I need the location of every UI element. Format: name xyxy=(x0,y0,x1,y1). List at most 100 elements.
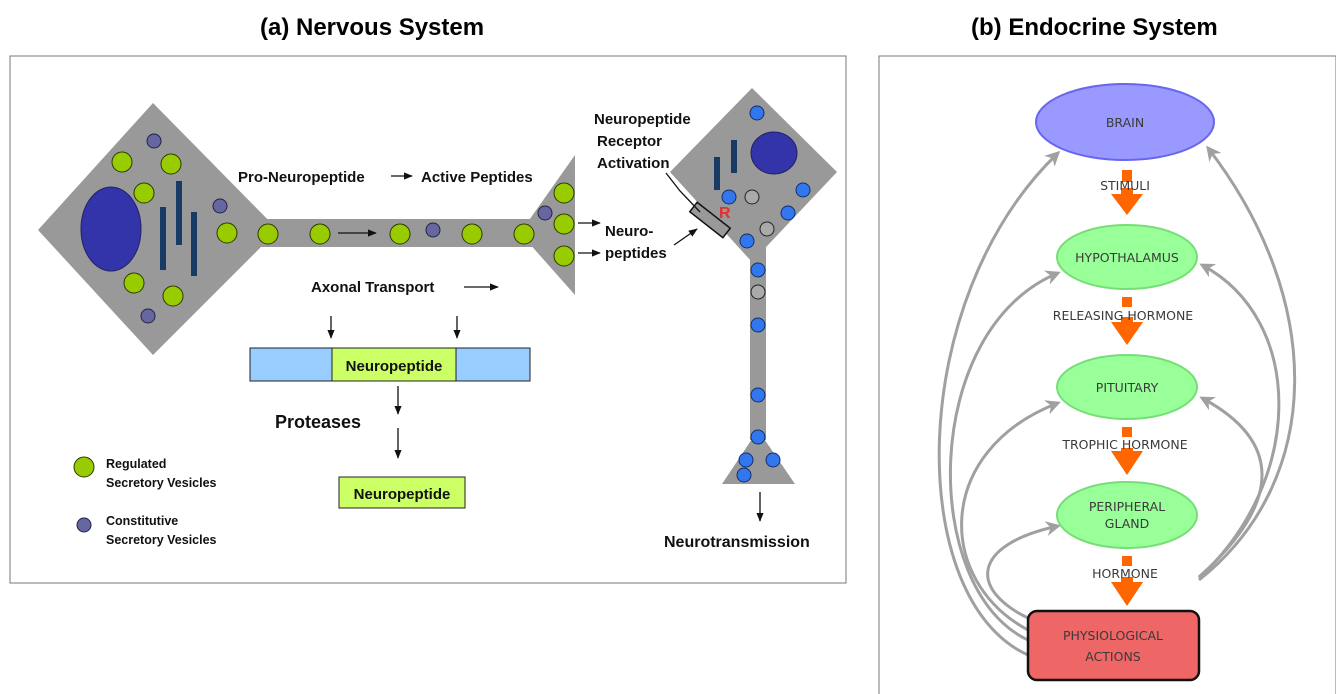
trophic-hormone-label: TROPHIC HORMONE xyxy=(1061,437,1187,452)
receptor-callout-line xyxy=(665,172,701,213)
released-vesicle xyxy=(780,205,796,221)
neuropeptides-label-1: Neuro- xyxy=(605,223,653,240)
regulated-vesicle xyxy=(553,213,575,235)
released-vesicle xyxy=(738,452,754,468)
legend-regulated-swatch xyxy=(73,456,95,478)
feedback-to-hypothalamus-left xyxy=(948,270,1061,642)
feedback-to-pituitary-left xyxy=(960,400,1061,632)
panel-b-title: (b) Endocrine System xyxy=(971,14,1218,41)
empty-vesicles xyxy=(744,189,775,300)
stimuli-label: STIMULI xyxy=(1100,178,1150,193)
empty-vesicle xyxy=(750,284,766,300)
regulated-vesicle xyxy=(162,285,184,307)
feedback-to-brain-left xyxy=(937,150,1061,657)
neuropeptide-bar-label: Neuropeptide xyxy=(346,358,443,375)
golgi-bar xyxy=(191,212,197,276)
regulated-vesicle xyxy=(389,223,411,245)
golgi-bar xyxy=(714,157,720,190)
nucleus-left xyxy=(80,186,142,272)
released-vesicle xyxy=(721,189,737,205)
golgi-bar xyxy=(160,207,166,270)
orange-arrow-trophic xyxy=(1111,427,1143,475)
released-vesicle xyxy=(750,317,766,333)
peripheral-gland-node xyxy=(1056,481,1198,549)
feedback-to-brain-right xyxy=(1198,145,1297,582)
legend-regulated-1: Regulated xyxy=(106,457,166,471)
released-vesicle xyxy=(739,233,755,249)
constitutive-vesicle xyxy=(212,198,228,214)
released-vesicle xyxy=(749,105,765,121)
golgi-bar xyxy=(731,140,737,173)
nucleus-right xyxy=(750,131,798,175)
regulated-vesicle xyxy=(216,222,238,244)
regulated-vesicle xyxy=(553,182,575,204)
constitutive-vesicle xyxy=(146,133,162,149)
neuropeptide-segment xyxy=(331,347,457,382)
receptor-label-2: Receptor xyxy=(597,133,662,150)
regulated-vesicle xyxy=(553,245,575,267)
pro-neuropeptide-label: Pro-Neuropeptide xyxy=(238,169,365,186)
active-peptides-label: Active Peptides xyxy=(421,169,533,186)
brain-node xyxy=(1035,83,1215,161)
precursor-left xyxy=(249,347,333,382)
proteases-label: Proteases xyxy=(275,412,361,432)
constitutive-vesicles xyxy=(140,133,553,324)
golgi-bar xyxy=(176,181,182,245)
released-vesicle xyxy=(750,262,766,278)
orange-arrow-releasing xyxy=(1111,297,1143,345)
legend-constitutive-2: Secretory Vesicles xyxy=(106,533,217,547)
regulated-vesicle xyxy=(309,223,331,245)
empty-vesicle xyxy=(744,189,760,205)
released-vesicle xyxy=(736,467,752,483)
legend-regulated-2: Secretory Vesicles xyxy=(106,476,217,490)
legend-constitutive-swatch xyxy=(76,517,92,533)
pituitary-label: PITUITARY xyxy=(1096,380,1159,395)
constitutive-vesicle xyxy=(537,205,553,221)
constitutive-vesicle xyxy=(425,222,441,238)
feedback-to-gland xyxy=(986,521,1061,620)
physio-label-2: ACTIONS xyxy=(1085,649,1141,664)
peripheral-label-1: PERIPHERAL xyxy=(1089,499,1165,514)
neurotransmission-label: Neurotransmission xyxy=(664,534,810,551)
neuropeptide-box-label: Neuropeptide xyxy=(354,486,451,503)
process-arrows xyxy=(327,172,764,522)
brain-label: BRAIN xyxy=(1106,115,1144,130)
feedback-arrows xyxy=(937,145,1297,657)
regulated-vesicle xyxy=(461,223,483,245)
released-vesicle xyxy=(765,452,781,468)
released-vesicle xyxy=(750,387,766,403)
receptor-label-1: Neuropeptide xyxy=(594,111,691,128)
peripheral-label-2: GLAND xyxy=(1105,516,1149,531)
constitutive-vesicle xyxy=(140,308,156,324)
axonal-transport-label: Axonal Transport xyxy=(311,279,434,296)
precursor-right xyxy=(455,347,531,382)
hormone-label: HORMONE xyxy=(1092,566,1158,581)
feedback-to-pituitary-right xyxy=(1197,396,1264,579)
released-vesicle xyxy=(795,182,811,198)
regulated-vesicle xyxy=(513,223,535,245)
pituitary-node xyxy=(1056,354,1198,420)
cell-body-right xyxy=(670,88,837,262)
cell-body-left xyxy=(38,103,278,355)
empty-vesicle xyxy=(759,221,775,237)
orange-arrow-hormone xyxy=(1111,556,1143,606)
panel-a-title: (a) Nervous System xyxy=(260,14,485,41)
receptor-label-3: Activation xyxy=(597,155,670,172)
orange-arrow-stimuli xyxy=(1111,170,1143,215)
released-vesicles xyxy=(721,105,811,483)
releasing-hormone-label: RELEASING HORMONE xyxy=(1053,308,1194,323)
physiological-actions-node xyxy=(1026,609,1201,682)
hypothalamus-label: HYPOTHALAMUS xyxy=(1075,250,1179,265)
regulated-vesicles xyxy=(111,151,575,307)
feedback-to-hypothalamus-right xyxy=(1197,263,1281,580)
regulated-vesicle xyxy=(160,153,182,175)
hypothalamus-node xyxy=(1056,224,1198,290)
legend-constitutive-1: Constitutive xyxy=(106,514,178,528)
receptor-letter: R xyxy=(719,205,731,222)
arrow-to-receptor xyxy=(673,228,698,246)
neuropeptides-label-2: peptides xyxy=(605,245,667,262)
regulated-vesicle xyxy=(133,182,155,204)
regulated-vesicle xyxy=(111,151,133,173)
regulated-vesicle xyxy=(257,223,279,245)
